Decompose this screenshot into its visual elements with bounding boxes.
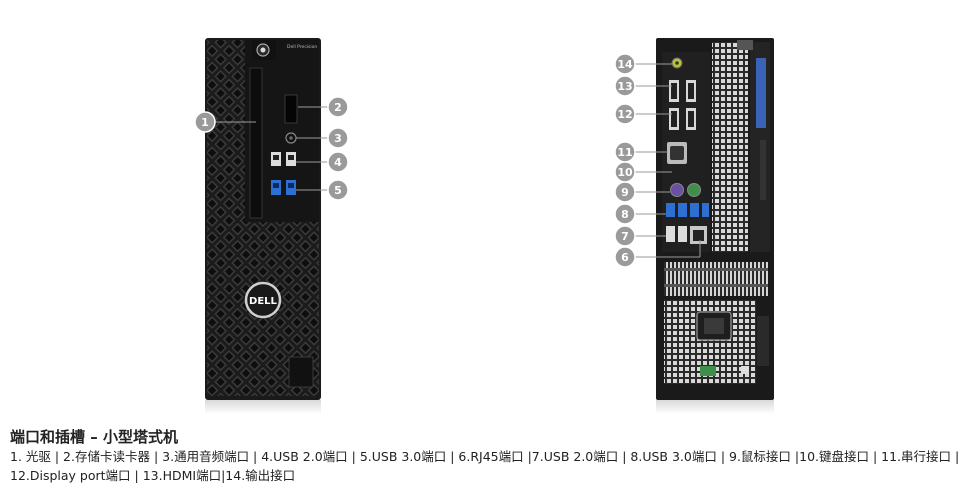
callout-number: 6	[621, 251, 629, 264]
callout-number: 7	[621, 230, 629, 243]
rear-vent	[712, 42, 748, 252]
callout-number: 1	[201, 116, 209, 129]
callout-number: 14	[617, 58, 633, 71]
callout-marker: 14	[614, 53, 636, 75]
callout-number: 9	[621, 186, 629, 199]
callout-marker: 3	[327, 127, 349, 149]
expansion-slots	[664, 262, 768, 296]
rear-callouts: 14 13 12 11 10 9 8 7	[614, 53, 636, 268]
callout-marker: 1	[194, 111, 216, 133]
callout-marker: 4	[327, 151, 349, 173]
front-chassis: Dell Precision DELL	[205, 38, 321, 414]
callout-marker: 11	[614, 141, 636, 163]
callout-number: 13	[617, 80, 632, 93]
callout-marker: 2	[327, 96, 349, 118]
caption-body: 1. 光驱 | 2.存储卡读卡器 | 3.通用音频端口 | 4.USB 2.0端…	[10, 449, 960, 483]
front-badge	[288, 356, 314, 388]
psu-switch	[700, 366, 716, 376]
callout-number: 3	[334, 132, 342, 145]
dell-logo	[244, 281, 282, 319]
front-callout-lines	[213, 106, 330, 191]
callout-marker: 6	[614, 246, 636, 268]
callout-number: 5	[334, 184, 342, 197]
rear-usb2-port	[666, 226, 675, 242]
optical-drive	[249, 67, 263, 219]
model-label: Dell Precision	[287, 44, 317, 50]
callout-number: 8	[621, 208, 629, 221]
callout-marker: 10	[614, 161, 636, 183]
product-illustration: Dell Precision DELL	[194, 38, 774, 414]
callout-number: 2	[334, 101, 342, 114]
callout-marker: 12	[614, 103, 636, 125]
front-callouts: 1 2 3 4 5	[194, 96, 349, 201]
callout-marker: 9	[614, 181, 636, 203]
callout-number: 11	[617, 146, 632, 159]
dell-logo-text: DELL	[249, 296, 278, 307]
rear-callout-lines	[634, 63, 701, 258]
callout-number: 12	[617, 108, 632, 121]
front-mesh-left	[207, 40, 245, 396]
caption: 端口和插槽 – 小型塔式机 1. 光驱 | 2.存储卡读卡器 | 3.通用音频端…	[10, 427, 970, 485]
rear-usb3-port	[666, 203, 675, 217]
callout-marker: 5	[327, 179, 349, 201]
rear-chassis	[656, 38, 774, 414]
ps2-keyboard-port	[687, 183, 701, 197]
ps2-mouse-port	[670, 183, 684, 197]
callout-marker: 8	[614, 203, 636, 225]
callout-marker: 13	[614, 75, 636, 97]
caption-title: 端口和插槽 – 小型塔式机	[10, 428, 178, 446]
callout-number: 4	[334, 156, 342, 169]
card-reader	[284, 94, 298, 124]
callout-marker: 7	[614, 225, 636, 247]
callout-number: 10	[617, 166, 633, 179]
rear-blue-latch	[756, 58, 766, 128]
